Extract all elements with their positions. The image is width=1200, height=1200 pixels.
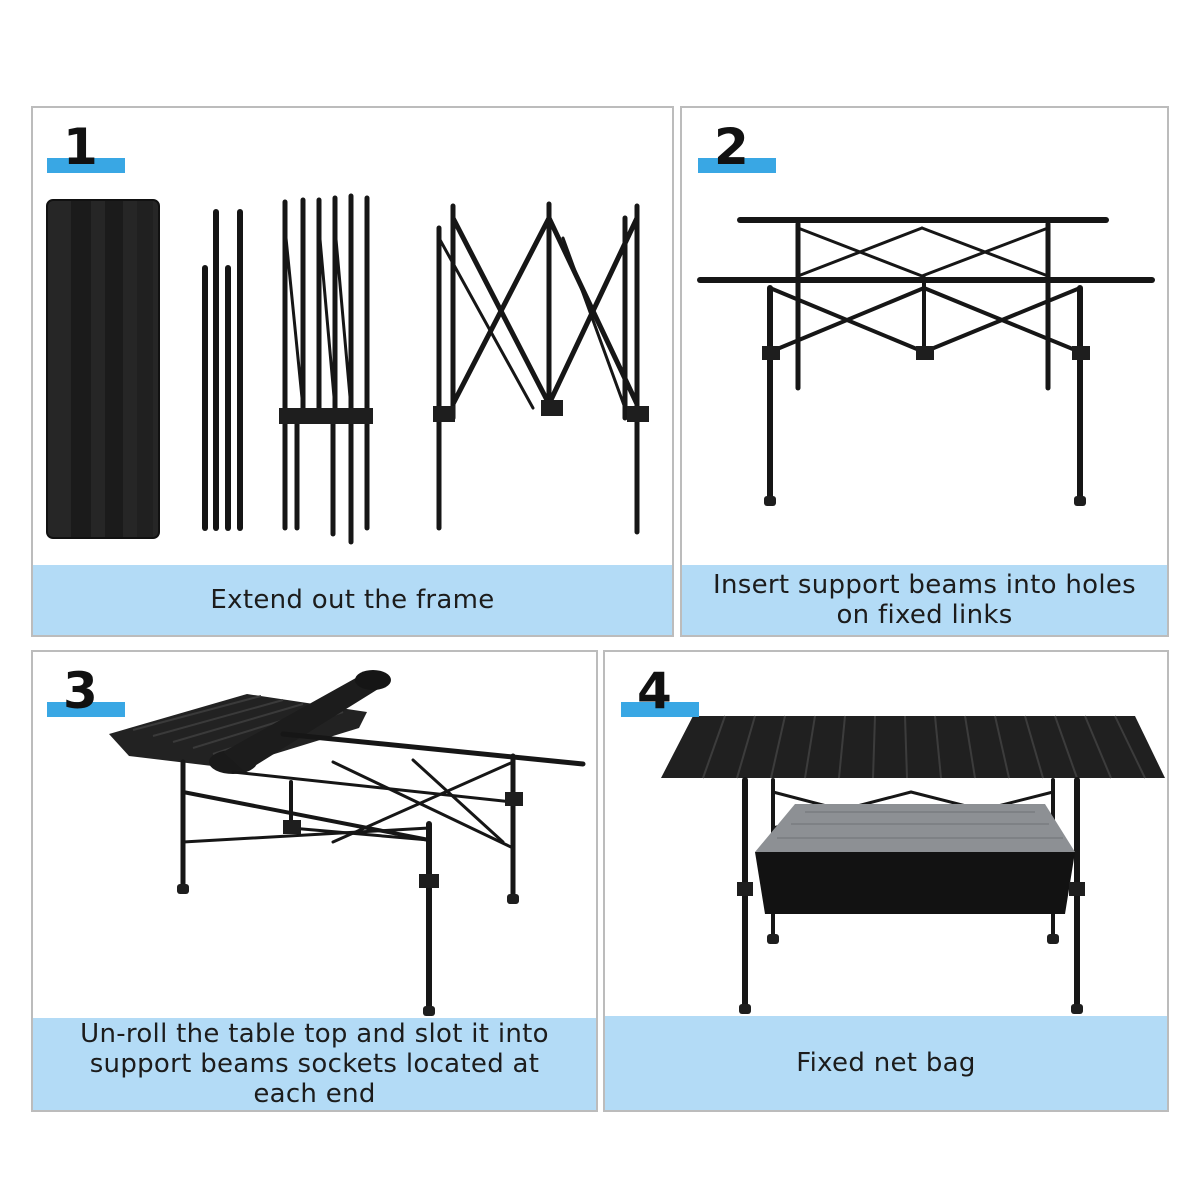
step-number-bar bbox=[621, 702, 699, 717]
step-number: 1 bbox=[63, 118, 98, 176]
step-panel-2: 2 bbox=[680, 106, 1169, 637]
step-number: 4 bbox=[637, 662, 672, 720]
step-number-bar bbox=[698, 158, 776, 173]
step-caption: Extend out the frame bbox=[33, 565, 672, 635]
folded-frame-sequence-illustration bbox=[46, 193, 649, 545]
step-caption: Un-roll the table top and slot it into s… bbox=[33, 1018, 596, 1110]
rolled-table-top bbox=[46, 199, 160, 539]
step-panel-1: 1 bbox=[31, 106, 674, 637]
frame-with-beams-illustration bbox=[697, 217, 1155, 506]
partially-open-frame bbox=[433, 201, 649, 535]
step-caption: Insert support beams into holes on fixed… bbox=[682, 565, 1167, 635]
assembled-table-with-net-bag-illustration bbox=[661, 715, 1165, 1014]
step-number: 3 bbox=[63, 662, 98, 720]
step-number: 2 bbox=[714, 118, 749, 176]
step-panel-3: 3 bbox=[31, 650, 598, 1112]
unrolling-table-top-illustration bbox=[109, 670, 586, 1016]
folded-frame bbox=[279, 193, 373, 545]
step-caption: Fixed net bag bbox=[605, 1016, 1167, 1110]
step-number-bar bbox=[47, 702, 125, 717]
support-beams bbox=[202, 209, 243, 531]
step-panel-4: 4 bbox=[603, 650, 1169, 1112]
step-number-bar bbox=[47, 158, 125, 173]
